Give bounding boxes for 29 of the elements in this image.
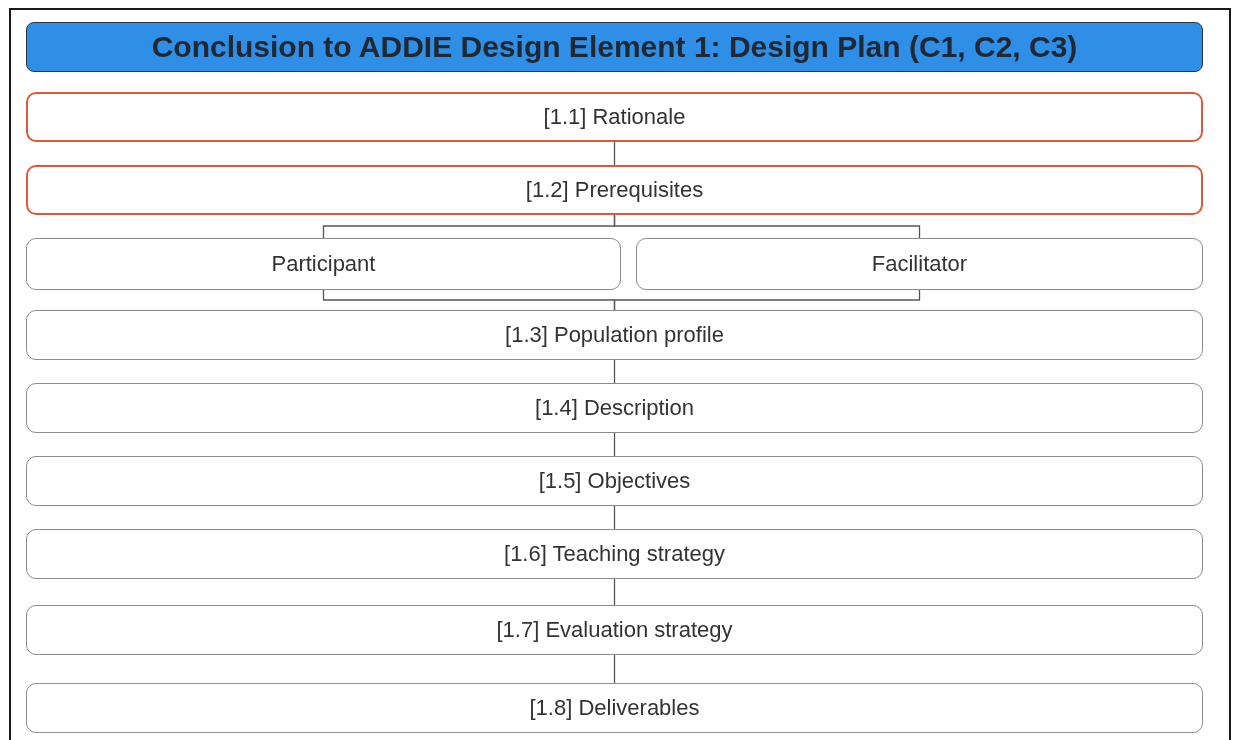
connector-line bbox=[613, 141, 616, 166]
outline-box bbox=[26, 605, 1203, 655]
outline-box bbox=[26, 92, 1203, 142]
connector-line bbox=[613, 654, 616, 684]
box-label: [1.5] Objectives bbox=[538, 468, 691, 494]
box-label: Facilitator bbox=[871, 251, 968, 277]
connector-line bbox=[613, 214, 921, 239]
connector-line bbox=[613, 289, 921, 311]
outline-box bbox=[26, 165, 1203, 215]
box-label: [1.7] Evaluation strategy bbox=[496, 617, 733, 643]
connector-line bbox=[613, 505, 616, 530]
connector-line bbox=[613, 432, 616, 457]
outline-box bbox=[26, 683, 1203, 733]
box-label: [1.4] Description bbox=[535, 395, 694, 421]
outline-box bbox=[26, 310, 1203, 360]
title-banner: Conclusion to ADDIE Design Element 1: Design Plan (C1, C2, C3) bbox=[26, 22, 1203, 72]
box-label: [1.8] Deliverables bbox=[529, 695, 700, 721]
box-label: [1.6] Teaching strategy bbox=[504, 541, 725, 567]
outline-box bbox=[26, 238, 621, 290]
box-label: [1.2] Prerequisites bbox=[525, 177, 704, 203]
box-label: [1.1] Rationale bbox=[543, 104, 686, 130]
box-label: [1.3] Population profile bbox=[505, 322, 724, 348]
outline-box bbox=[26, 383, 1203, 433]
box-label: Participant bbox=[271, 251, 376, 277]
connector-line bbox=[613, 359, 616, 384]
outline-box bbox=[636, 238, 1203, 290]
outline-box bbox=[26, 456, 1203, 506]
connector-line bbox=[613, 578, 616, 606]
outline-box bbox=[26, 529, 1203, 579]
